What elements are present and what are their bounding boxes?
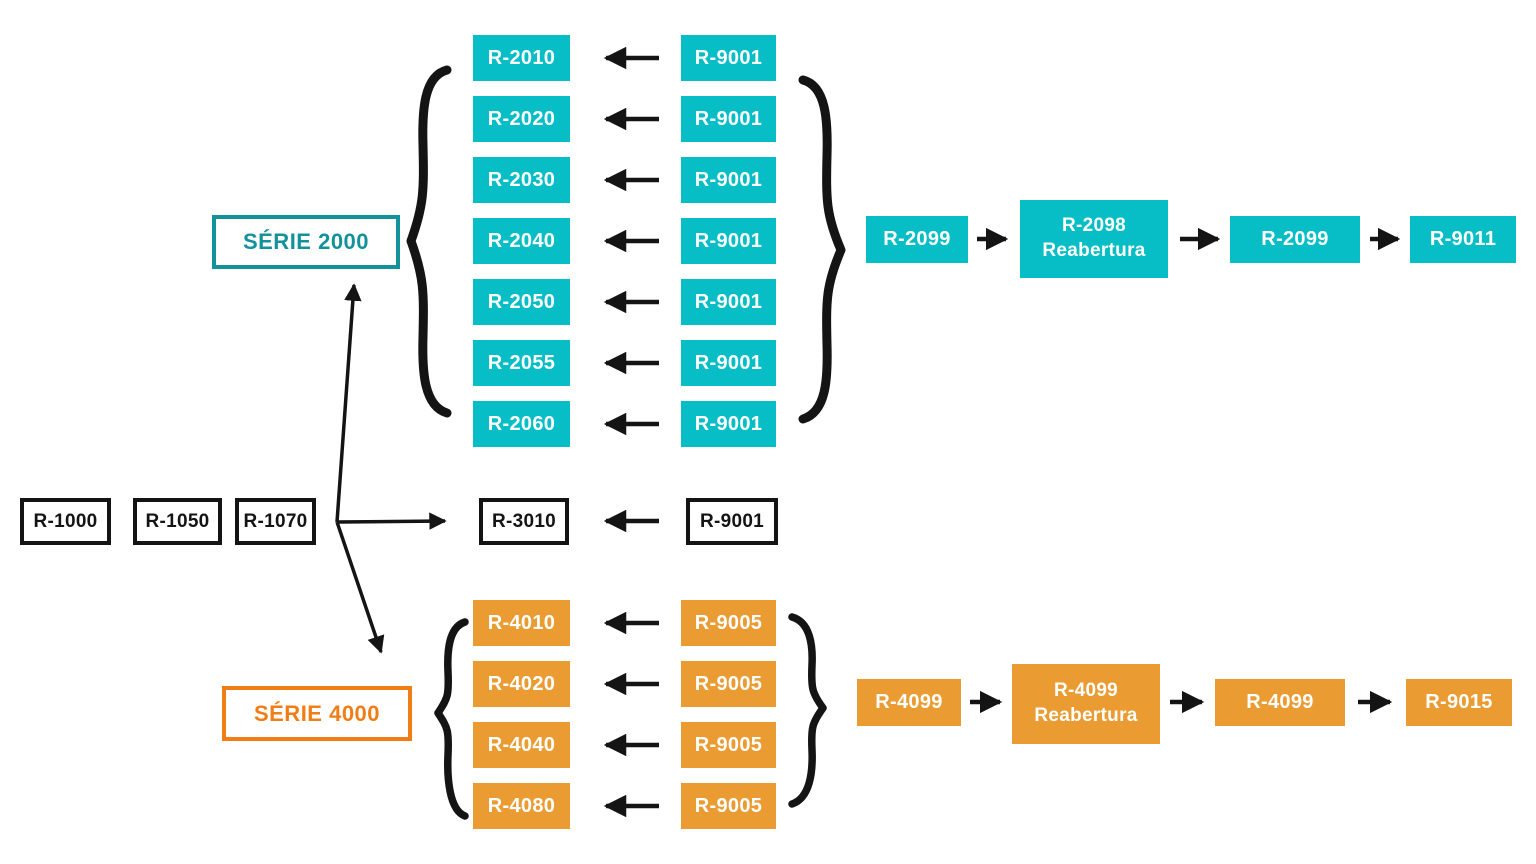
chain-box-sublabel: Reabertura <box>1034 705 1138 726</box>
event-box-target: R-2060 <box>473 401 570 447</box>
event-box-target: R-3010 <box>479 498 569 545</box>
event-box-source: R-9001 <box>681 218 776 264</box>
event-box-source: R-9001 <box>681 35 776 81</box>
chain-box: R-4099 <box>1215 679 1345 726</box>
chain-box-reabertura: R-4099 Reabertura <box>1012 664 1160 744</box>
chain-box: R-2099 <box>866 216 968 263</box>
event-box-source: R-9001 <box>681 157 776 203</box>
event-box-source: R-9001 <box>681 96 776 142</box>
base-event-box: R-1070 <box>235 498 316 545</box>
event-box-source: R-9005 <box>681 661 776 707</box>
serie4000-row-arrows <box>603 611 659 818</box>
arrow-to-r3010 <box>336 512 447 530</box>
arrow-to-serie2000 <box>335 283 362 523</box>
chain-box-reabertura: R-2098 Reabertura <box>1020 200 1168 278</box>
chain-box-label: R-4099 <box>1053 680 1119 702</box>
curly-brace-left-serie2000 <box>406 65 452 418</box>
base-event-box: R-1050 <box>133 498 222 545</box>
event-box-target: R-2020 <box>473 96 570 142</box>
event-box-target: R-4020 <box>473 661 570 707</box>
serie2000-label-box: SÉRIE 2000 <box>212 215 400 269</box>
event-box-source: R-9005 <box>681 783 776 829</box>
chain-box: R-9011 <box>1410 216 1516 263</box>
curly-brace-right-serie2000 <box>798 75 846 424</box>
event-box-target: R-2050 <box>473 279 570 325</box>
event-box-target: R-2030 <box>473 157 570 203</box>
event-box-target: R-4010 <box>473 600 570 646</box>
event-box-source: R-9001 <box>681 340 776 386</box>
event-box-target: R-2010 <box>473 35 570 81</box>
arrow-to-serie4000 <box>335 521 385 654</box>
hub-arrows <box>335 283 447 654</box>
serie2000-row-arrows <box>603 46 659 436</box>
event-box-target: R-4080 <box>473 783 570 829</box>
event-box-source: R-9001 <box>686 498 778 545</box>
event-box-source: R-9001 <box>681 401 776 447</box>
curly-brace-right-serie4000 <box>788 613 827 808</box>
event-box-source: R-9005 <box>681 722 776 768</box>
serie4000-label-box: SÉRIE 4000 <box>222 686 412 741</box>
base-event-box: R-1000 <box>20 498 111 545</box>
chain-box: R-2099 <box>1230 216 1360 263</box>
chain-box-label: R-2098 <box>1061 215 1127 237</box>
chain-box: R-9015 <box>1406 679 1512 726</box>
event-box-target: R-2055 <box>473 340 570 386</box>
event-box-target: R-4040 <box>473 722 570 768</box>
event-box-target: R-2040 <box>473 218 570 264</box>
chain-box-sublabel: Reabertura <box>1042 240 1146 261</box>
chain-box: R-4099 <box>857 679 961 726</box>
event-box-source: R-9005 <box>681 600 776 646</box>
curly-brace-left-serie4000 <box>434 618 469 820</box>
event-box-source: R-9001 <box>681 279 776 325</box>
